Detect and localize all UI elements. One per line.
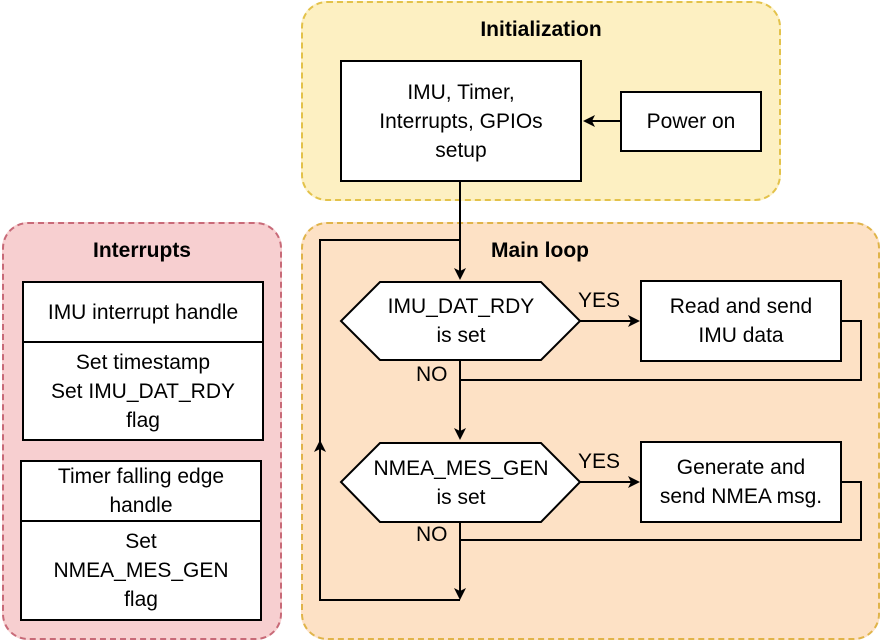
power-on-node: Power on (620, 91, 762, 152)
read-send-node: Read and send IMU data (640, 280, 842, 362)
timer-handle-body: Set NMEA_MES_GEN flag (20, 520, 262, 621)
nmea-decision-label: NMEA_MES_GEN is set (373, 456, 549, 509)
nmea-decision-shape (339, 442, 582, 523)
yes-label-imu: YES (578, 289, 621, 312)
yes-label-nmea: YES (578, 450, 621, 473)
edge-read-return (460, 320, 862, 381)
setup-node: IMU, Timer, Interrupts, GPIOs setup (340, 60, 582, 182)
interrupts-title: Interrupts (92, 239, 191, 262)
imu-decision-shape (339, 281, 582, 361)
imu-handle-body: Set timestamp Set IMU_DAT_RDY flag (22, 341, 264, 441)
no-label-imu: NO (416, 363, 448, 386)
imu-decision-label: IMU_DAT_RDY is set (387, 295, 535, 347)
main-loop-title: Main loop (491, 239, 589, 262)
timer-handle-header: Timer falling edge handle (20, 460, 262, 522)
initialization-title: Initialization (480, 18, 602, 41)
edge-loop-top (319, 239, 460, 444)
no-label-nmea: NO (416, 523, 448, 546)
generate-send-node: Generate and send NMEA msg. (640, 441, 842, 523)
edge-generate-return (460, 481, 862, 541)
imu-handle-header: IMU interrupt handle (22, 281, 264, 343)
edge-loop-back (314, 440, 460, 601)
